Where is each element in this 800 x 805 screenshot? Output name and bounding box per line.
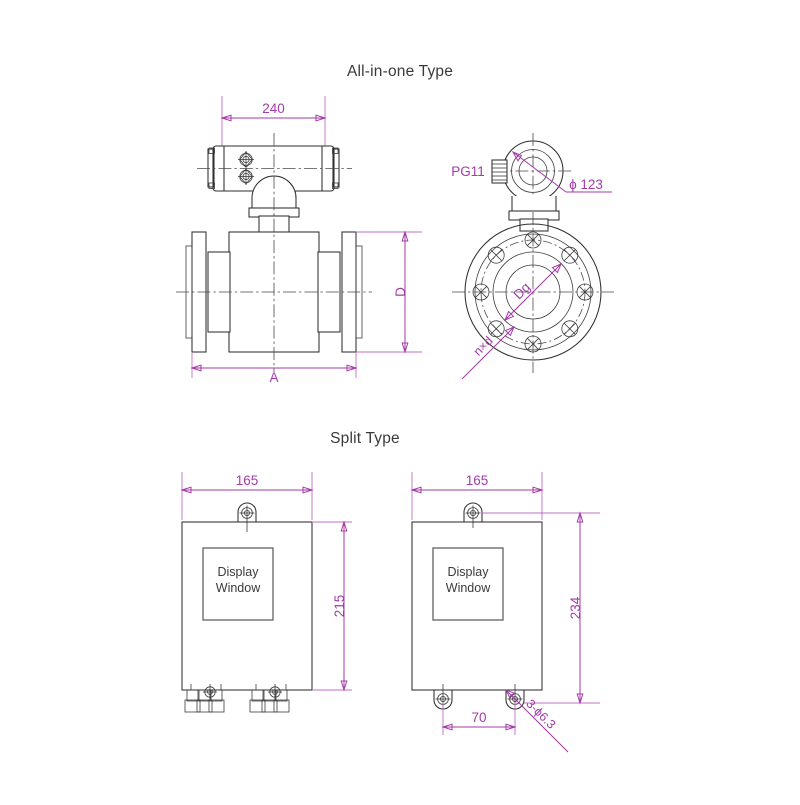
mount-lug-top	[237, 502, 257, 532]
split-left-window-label-line1: Display	[218, 565, 260, 579]
meter-body	[176, 133, 372, 372]
split-right-dimension-70-label: 70	[471, 710, 486, 725]
split-right-dimension-165: 165	[410, 472, 544, 520]
label-pg11: PG11	[451, 164, 485, 179]
all-in-one-front-view: 240	[176, 96, 422, 385]
cable-gland-upper	[238, 151, 254, 168]
converter-housing	[197, 145, 352, 192]
all-in-one-end-view: PG11 ϕ 123	[451, 133, 614, 380]
split-left-window-label-line2: Window	[216, 581, 261, 595]
dimension-A-label: A	[269, 370, 278, 385]
cable-gland-lower	[238, 168, 254, 185]
dimension-240-label: 240	[262, 101, 285, 116]
split-right-dimension-165-label: 165	[466, 473, 489, 488]
split-right-dimension-70: 70	[441, 703, 517, 735]
dimension-Dg-label: Dg	[510, 279, 533, 302]
split-rear-view: 165 Display Window	[410, 472, 600, 753]
cable-gland-group-right	[249, 684, 290, 713]
bolt-hole	[487, 320, 505, 338]
split-right-mount-hole-spec-label: 3-ϕ6.3	[523, 697, 558, 732]
bolt-hole	[487, 246, 505, 264]
bolt-hole	[561, 320, 579, 338]
dimension-240: 240	[220, 96, 327, 150]
flange-end-view	[452, 212, 614, 373]
split-left-dimension-215-label: 215	[332, 595, 347, 618]
split-right-display-window: Display Window	[432, 547, 504, 621]
dimension-nxd: n×d	[461, 326, 515, 380]
bolt-hole	[472, 283, 490, 301]
bolt-hole	[576, 283, 594, 301]
bolt-hole	[561, 246, 579, 264]
split-right-enclosure	[411, 521, 543, 691]
split-left-enclosure	[181, 521, 313, 691]
label-phi123: ϕ 123	[511, 150, 612, 193]
split-left-dimension-165-label: 165	[236, 473, 259, 488]
split-left-dimension-165: 165	[180, 472, 314, 520]
split-right-dimension-234: 234	[482, 511, 600, 705]
dimension-D: D	[356, 230, 422, 354]
split-right-window-label-line2: Window	[446, 581, 491, 595]
split-left-display-window: Display Window	[202, 547, 274, 621]
section-title-split: Split Type	[330, 430, 400, 447]
split-right-window-label-line1: Display	[448, 565, 490, 579]
section-title-all-in-one: All-in-one Type	[347, 63, 453, 80]
terminal-housing	[491, 133, 572, 232]
split-left-dimension-215: 215	[312, 520, 352, 692]
split-right-dimension-234-label: 234	[568, 596, 583, 619]
label-pg11-text: PG11	[451, 164, 485, 179]
label-phi123-text: ϕ 123	[569, 177, 603, 192]
dimension-A: A	[190, 352, 358, 385]
mount-lug-top-rear	[463, 502, 483, 528]
dimension-nxd-label: n×d	[471, 334, 496, 359]
bolt-hole	[524, 335, 542, 353]
bolt-hole	[524, 231, 542, 249]
split-front-view: 165 Display Window	[180, 472, 352, 713]
cable-gland-group-left	[184, 684, 225, 713]
dimension-D-label: D	[393, 287, 408, 297]
